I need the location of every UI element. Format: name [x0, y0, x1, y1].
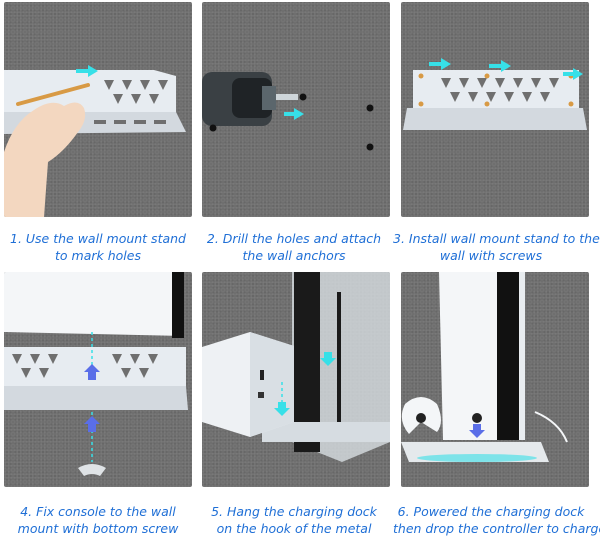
step-1-caption-line2: to mark holes — [55, 248, 141, 263]
fix-console-illustration — [4, 272, 188, 476]
step-5-caption: 5. Hang the charging dock on the hook of… — [196, 503, 392, 537]
step-1-caption: 1. Use the wall mount stand to mark hole… — [0, 230, 196, 264]
up-arrow-icon — [84, 364, 100, 380]
step-4-caption-line1: 4. Fix console to the wall — [20, 504, 176, 519]
step-1-image — [4, 2, 192, 217]
step-1-caption-line1: 1. Use the wall mount stand — [10, 231, 186, 246]
step-3-caption-line1: 3. Install wall mount stand to the — [393, 231, 600, 246]
right-arrow-icon — [284, 108, 304, 120]
step-4-caption: 4. Fix console to the wall mount with bo… — [0, 503, 196, 537]
step-2-image — [202, 2, 390, 217]
install-stand-illustration — [403, 58, 587, 130]
right-arrow-icon — [429, 58, 451, 70]
down-arrow-icon — [320, 352, 336, 366]
step-2-caption: 2. Drill the holes and attach the wall a… — [196, 230, 392, 264]
drill-holes-illustration — [202, 72, 374, 151]
step-4-image — [4, 272, 192, 487]
step-5-caption-line2: on the hook of the metal — [216, 521, 372, 536]
step-3-image — [401, 2, 589, 217]
step-3-caption: 3. Install wall mount stand to the wall … — [393, 230, 600, 264]
step-5-caption-line1: 5. Hang the charging dock — [211, 504, 377, 519]
step-6-caption-line1: 6. Powered the charging dock — [397, 504, 585, 519]
step-4-caption-line2: mount with bottom screw — [17, 521, 179, 536]
charging-dock-illustration — [401, 272, 568, 462]
up-arrow-icon — [84, 416, 100, 432]
right-arrow-icon — [76, 65, 98, 77]
hang-dock-illustration — [202, 272, 390, 462]
wall-mount-marking-illustration — [4, 65, 186, 217]
right-arrow-icon — [563, 68, 583, 80]
step-3-caption-line2: wall with screws — [439, 248, 543, 263]
right-arrow-icon — [489, 60, 511, 72]
step-2-caption-line1: 2. Drill the holes and attach — [206, 231, 382, 246]
power-cable — [534, 411, 568, 443]
step-2-caption-line2: the wall anchors — [242, 248, 346, 263]
step-6-image — [401, 272, 589, 487]
down-arrow-icon — [469, 424, 485, 438]
step-6-caption-line2: then drop the controller to charge — [393, 521, 600, 536]
down-arrow-icon — [274, 402, 290, 416]
wing-screw-icon — [78, 464, 106, 476]
step-6-caption: 6. Powered the charging dock then drop t… — [393, 503, 600, 537]
step-5-image — [202, 272, 390, 487]
